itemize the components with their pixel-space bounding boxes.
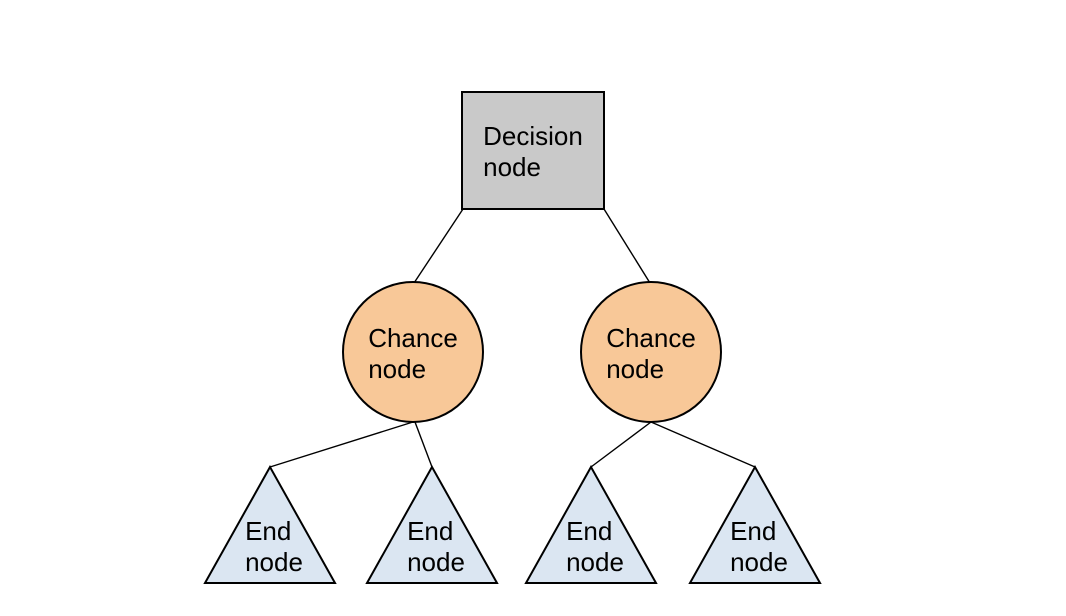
edge-decision-to-chance-right: [603, 208, 651, 284]
chance-node-right-shape: [580, 281, 722, 423]
chance-node-left-label-line1: Chance: [368, 323, 458, 353]
edge-chance-left-to-end-2: [414, 421, 433, 468]
end-node-1-shape: [203, 464, 337, 584]
decision-node-label-line1: Decision: [483, 121, 583, 151]
end-node-2-shape: [365, 464, 499, 584]
end-node-4-shape: [688, 464, 822, 584]
chance-node-right-label-line2: node: [606, 354, 665, 384]
chance-node-left-shape: [342, 281, 484, 423]
decision-node-shape: [461, 91, 605, 210]
end-node-2-label-line2: node: [407, 547, 465, 577]
edge-chance-right-to-end-4: [650, 421, 756, 468]
end-node-4-label-line1: End: [730, 516, 777, 546]
edge-chance-right-to-end-3: [590, 421, 652, 468]
chance-node-left-label: Chance node: [368, 323, 458, 385]
end-node-3-shape: [524, 464, 658, 584]
end-node-3-label-line1: End: [566, 516, 613, 546]
end-node-4-label: End node: [730, 516, 788, 578]
end-node-3-label: End node: [566, 516, 624, 578]
end-node-2-label-line1: End: [407, 516, 454, 546]
end-node-1-label: End node: [245, 516, 303, 578]
chance-node-right-label-line1: Chance: [606, 323, 696, 353]
end-node-1-label-line2: node: [245, 547, 303, 577]
chance-node-right-label: Chance node: [606, 323, 696, 385]
decision-node-label-line2: node: [483, 152, 541, 182]
decision-node-label: Decision node: [483, 121, 583, 183]
end-node-1-label-line1: End: [245, 516, 292, 546]
end-node-2-label: End node: [407, 516, 465, 578]
end-node-3-label-line2: node: [566, 547, 624, 577]
end-node-4-label-line2: node: [730, 547, 788, 577]
edge-decision-to-chance-left: [413, 208, 464, 284]
chance-node-left-label-line2: node: [368, 354, 427, 384]
edge-chance-left-to-end-1: [269, 421, 414, 468]
